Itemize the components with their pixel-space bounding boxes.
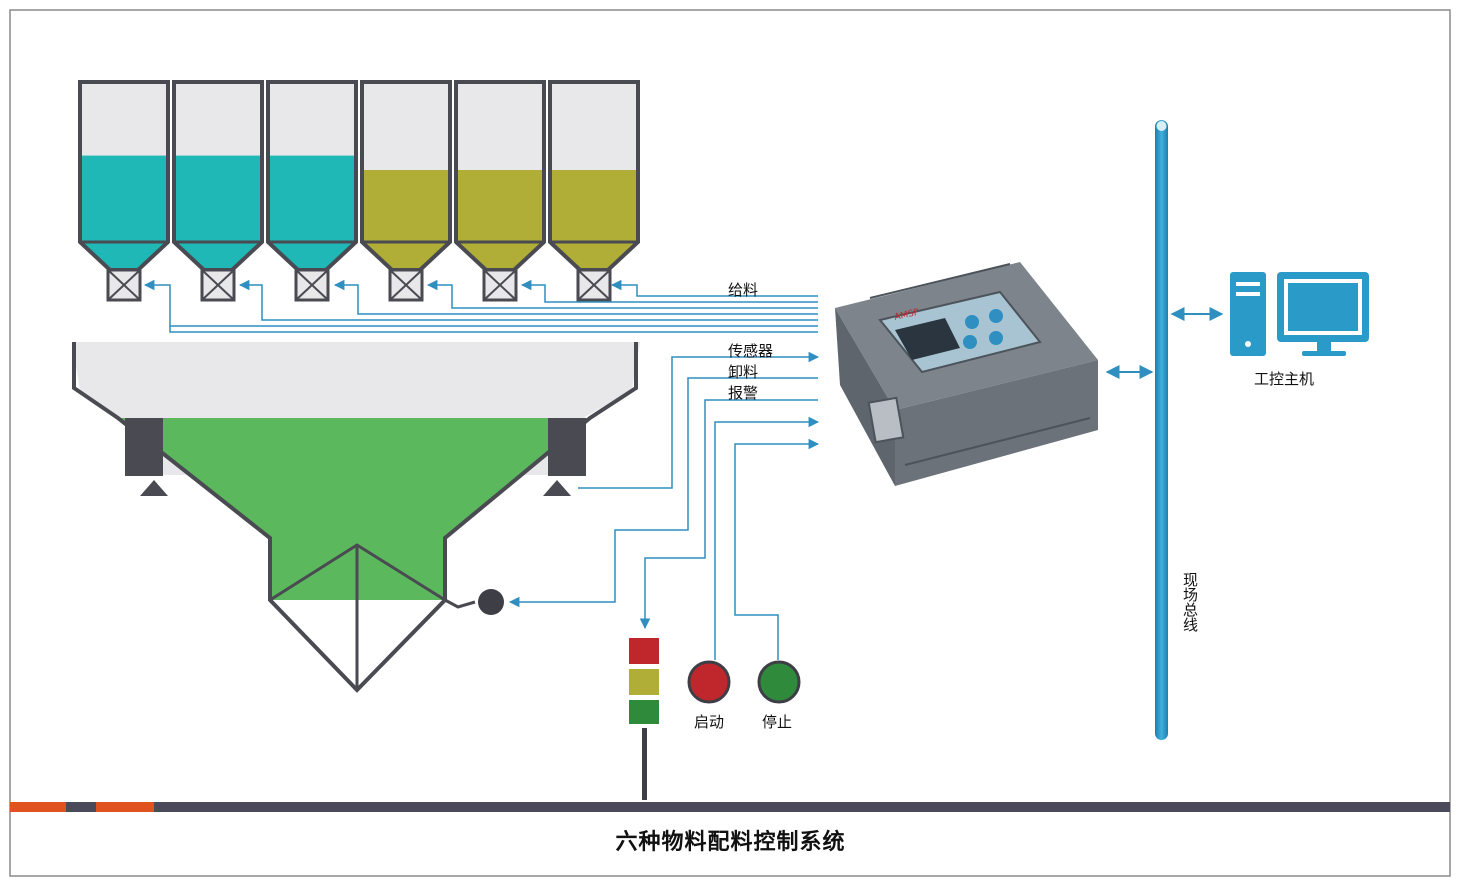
start-button[interactable] xyxy=(687,660,731,704)
silo-cone xyxy=(174,242,262,270)
silo-cone xyxy=(268,242,356,270)
label-stop: 停止 xyxy=(762,713,793,731)
silo-valve-icon xyxy=(482,268,518,302)
support-left-icon xyxy=(140,480,168,496)
silo-material xyxy=(362,170,450,242)
silo xyxy=(360,80,452,302)
support-right-icon xyxy=(543,480,571,496)
mixer-material xyxy=(118,418,590,600)
stop-button[interactable] xyxy=(757,660,801,704)
alarm-light-tower xyxy=(629,638,659,800)
plc-controller: AMSP xyxy=(835,262,1098,486)
label-start: 启动 xyxy=(694,713,725,731)
silo-valve-icon xyxy=(388,268,424,302)
silo-group xyxy=(78,80,640,302)
label-feed: 给料 xyxy=(728,281,759,299)
silo-cone xyxy=(456,242,544,270)
light-yellow xyxy=(629,669,659,695)
discharge-valve-icon xyxy=(478,589,504,615)
outer-frame xyxy=(9,9,1451,877)
label-sensor: 传感器 xyxy=(728,342,774,360)
signal-lines xyxy=(508,351,820,660)
silo-valve-icon xyxy=(200,268,236,302)
plc-key-icon xyxy=(965,315,979,329)
silo xyxy=(172,80,264,302)
silo-material xyxy=(174,155,262,242)
silo-material xyxy=(80,155,168,242)
silo-cone xyxy=(362,242,450,270)
silo-cone xyxy=(550,242,638,270)
mixer-hopper xyxy=(72,342,640,693)
silo-material xyxy=(268,155,356,242)
light-green xyxy=(629,700,659,724)
silo xyxy=(454,80,546,302)
silo-material xyxy=(456,170,544,242)
silo-valve-icon xyxy=(106,268,142,302)
bottom-bar xyxy=(10,802,1450,812)
silo-valve-icon xyxy=(576,268,612,302)
label-field-bus: 现场总线 xyxy=(1181,572,1199,632)
silo xyxy=(78,80,170,302)
label-alarm: 报警 xyxy=(728,384,759,402)
silo-valve-icon xyxy=(294,268,330,302)
label-host: 工控主机 xyxy=(1254,370,1315,388)
light-pole xyxy=(642,728,647,800)
plc-key-icon xyxy=(963,335,977,349)
label-discharge: 卸料 xyxy=(728,363,759,381)
field-bus xyxy=(1155,120,1168,740)
plc-key-icon xyxy=(989,331,1003,345)
silo xyxy=(548,80,640,302)
feed-lines xyxy=(143,279,818,333)
serial-port-icon xyxy=(867,396,905,444)
silo xyxy=(266,80,358,302)
silo-cone xyxy=(80,242,168,270)
plc-lcd xyxy=(895,318,960,360)
light-red xyxy=(629,638,659,664)
computer-icon xyxy=(1230,272,1369,356)
silo-material xyxy=(550,170,638,242)
page-title: 六种物料配料控制系统 xyxy=(615,830,846,855)
plc-key-icon xyxy=(989,309,1003,323)
